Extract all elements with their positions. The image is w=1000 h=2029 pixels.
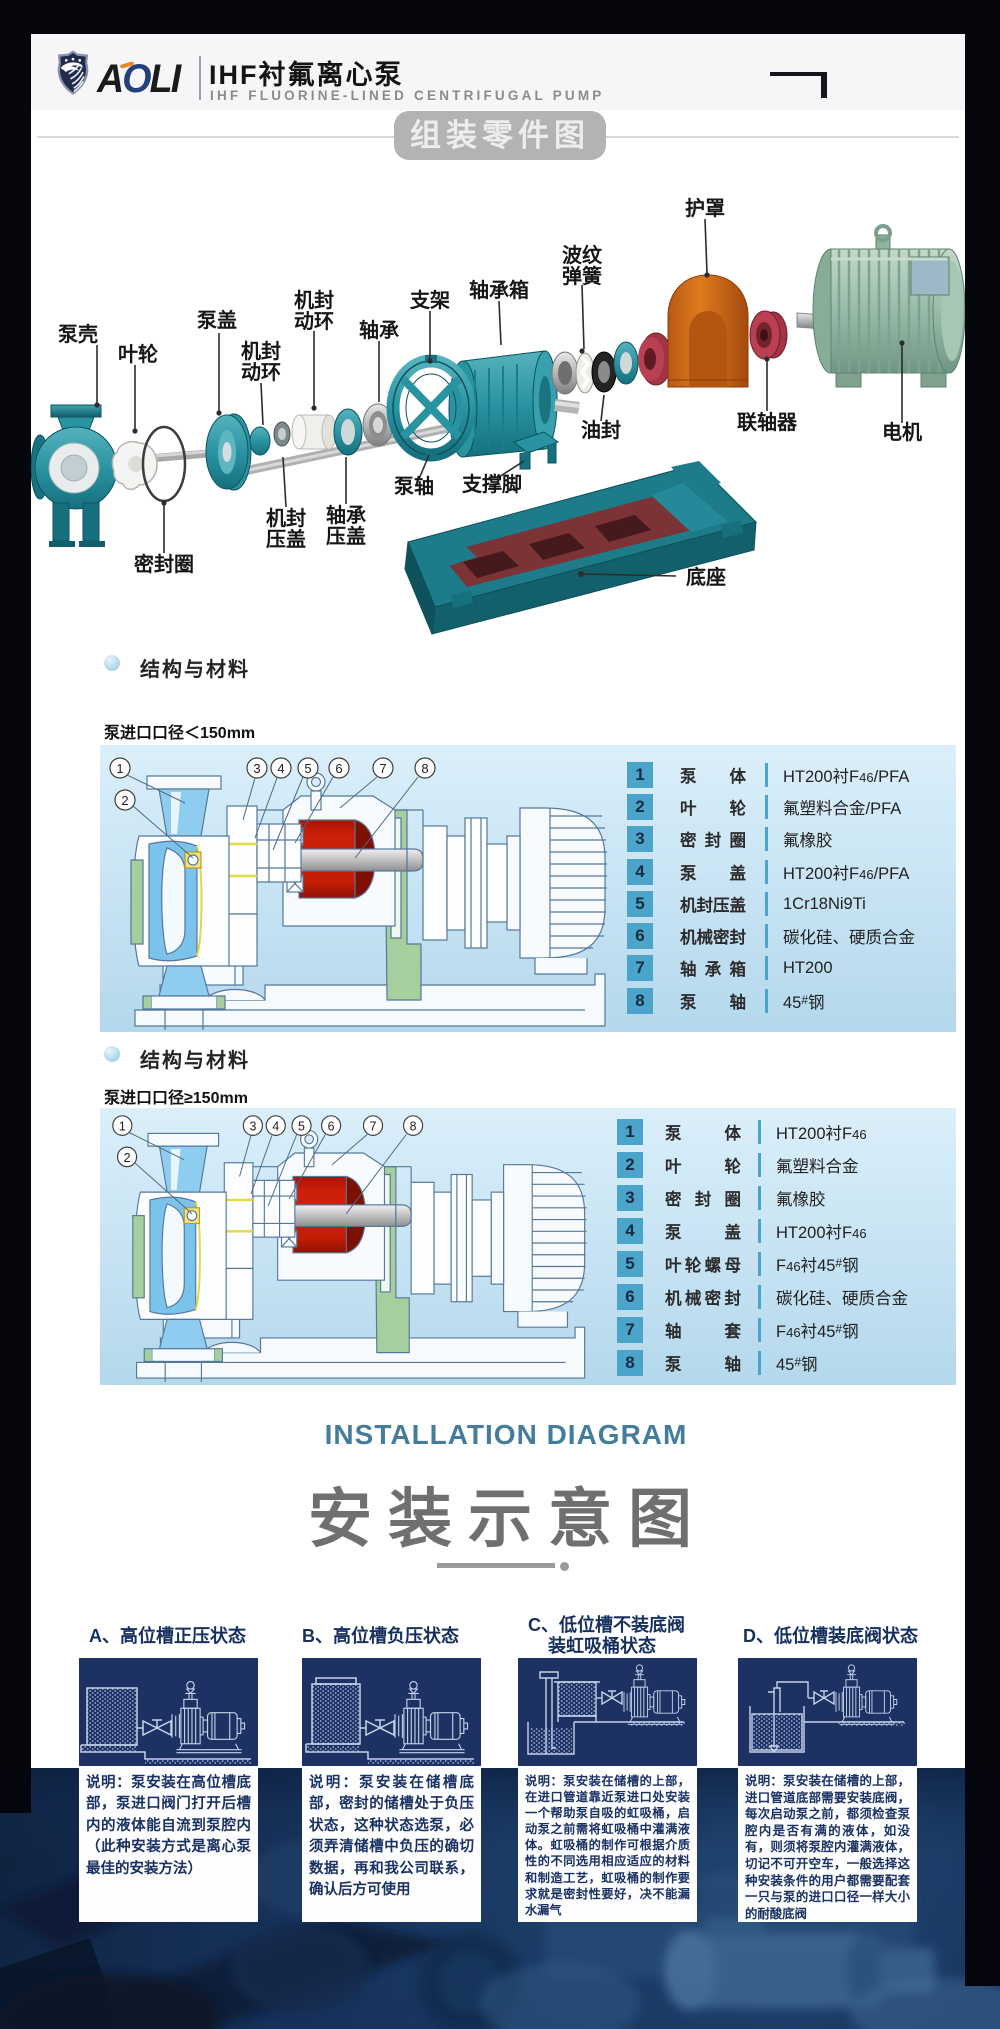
- svg-text:护罩: 护罩: [685, 196, 725, 220]
- svg-text:7: 7: [379, 761, 386, 776]
- svg-text:弹簧: 弹簧: [562, 264, 602, 288]
- svg-text:机封: 机封: [266, 506, 306, 530]
- svg-text:叶轮: 叶轮: [118, 342, 158, 366]
- svg-text:5: 5: [304, 761, 311, 776]
- svg-text:波纹: 波纹: [562, 243, 603, 267]
- svg-text:泵盖: 泵盖: [197, 308, 237, 332]
- svg-text:1: 1: [116, 761, 123, 776]
- svg-text:密封圈: 密封圈: [134, 552, 194, 576]
- svg-text:轴承: 轴承: [326, 503, 366, 527]
- svg-text:泵壳: 泵壳: [58, 322, 98, 346]
- svg-text:4: 4: [277, 761, 284, 776]
- svg-text:电机: 电机: [882, 420, 922, 444]
- svg-text:轴承: 轴承: [359, 318, 399, 342]
- svg-text:机封: 机封: [241, 339, 281, 363]
- svg-text:支架: 支架: [410, 288, 450, 312]
- svg-text:6: 6: [335, 761, 342, 776]
- svg-text:8: 8: [421, 761, 428, 776]
- svg-text:压盖: 压盖: [326, 524, 366, 548]
- svg-text:油封: 油封: [581, 418, 621, 442]
- svg-text:3: 3: [253, 761, 260, 776]
- svg-text:泵轴: 泵轴: [394, 474, 434, 498]
- svg-text:动环: 动环: [241, 361, 281, 384]
- svg-text:压盖: 压盖: [266, 527, 306, 551]
- svg-text:轴承箱: 轴承箱: [469, 278, 529, 302]
- svg-text:底座: 底座: [686, 565, 726, 589]
- svg-text:动环: 动环: [294, 310, 334, 333]
- svg-text:2: 2: [121, 793, 128, 808]
- svg-text:支撑脚: 支撑脚: [462, 472, 522, 496]
- svg-text:机封: 机封: [294, 288, 334, 312]
- svg-text:联轴器: 联轴器: [737, 410, 798, 434]
